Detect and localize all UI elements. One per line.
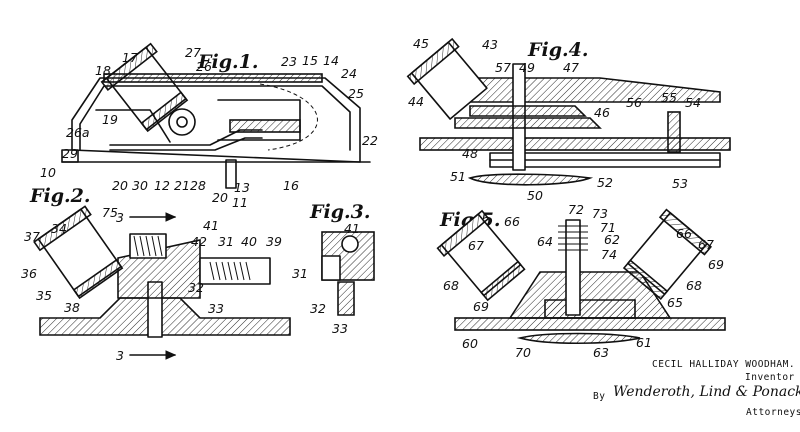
reference-numeral: 33	[332, 321, 348, 336]
reference-numeral: 33	[208, 301, 224, 316]
reference-numeral: 30	[132, 178, 148, 193]
reference-numeral: 67	[698, 237, 714, 252]
reference-numeral: 12	[154, 178, 170, 193]
reference-numeral: 46	[594, 105, 610, 120]
reference-numeral: 68	[686, 278, 702, 293]
reference-numeral: 43	[482, 37, 498, 52]
attorneys-label: Attorneys	[746, 407, 800, 418]
reference-numeral: 75	[102, 205, 118, 220]
reference-numeral: 20	[212, 190, 228, 205]
reference-numeral: 63	[593, 345, 609, 360]
reference-numeral: 18	[95, 63, 111, 78]
reference-numeral: 16	[283, 178, 299, 193]
reference-numeral: 14	[323, 53, 339, 68]
reference-numeral: 60	[462, 336, 478, 351]
inventor-caption: CECIL HALLIDAY WOODHAM. Inventor By Wend…	[593, 359, 800, 418]
reference-numeral: 71	[600, 220, 616, 235]
reference-numeral: 31	[292, 266, 308, 281]
reference-numeral: 17	[122, 50, 138, 65]
reference-numeral: 32	[188, 280, 204, 295]
reference-numeral: 38	[64, 300, 80, 315]
reference-numeral: 36	[21, 266, 37, 281]
reference-numeral: 19	[102, 112, 118, 127]
reference-numeral: 34	[51, 221, 67, 236]
reference-numeral: 62	[604, 232, 620, 247]
reference-numeral: 66	[504, 214, 520, 229]
reference-numeral: 41	[344, 221, 360, 236]
reference-numeral: 21	[174, 178, 190, 193]
reference-numeral: 47	[563, 60, 579, 75]
reference-numeral: 69	[708, 257, 724, 272]
reference-numeral: 23	[281, 54, 297, 69]
reference-numeral: 13	[234, 180, 250, 195]
fig2-drawing: Fig.2. 3 3 37 34 75 41 42 31 40 39 36 35	[21, 185, 291, 363]
reference-numeral: 54	[685, 95, 701, 110]
reference-numeral: 39	[266, 234, 282, 249]
reference-numeral: 48	[462, 146, 478, 161]
fig3-label: Fig.3.	[309, 201, 370, 223]
reference-numeral: 53	[672, 176, 688, 191]
reference-numeral: 32	[310, 301, 326, 316]
reference-numeral: 40	[241, 234, 257, 249]
reference-numeral: 11	[232, 195, 248, 210]
reference-numeral: 67	[468, 238, 484, 253]
by-label: By	[593, 391, 605, 402]
reference-numeral: 22	[362, 133, 378, 148]
reference-numeral: 42	[191, 234, 207, 249]
reference-numeral: 52	[597, 175, 613, 190]
reference-numeral: 15	[302, 53, 318, 68]
fig1-drawing: Fig.1. 17 27 26 23 15 14 24 25 18 19	[40, 42, 378, 210]
inventor-label: Inventor	[745, 372, 795, 383]
reference-numeral: 72	[568, 202, 584, 217]
reference-numeral: 45	[413, 36, 429, 51]
fig2-label: Fig.2.	[29, 185, 90, 207]
reference-numeral: 29	[62, 146, 78, 161]
fig5-drawing: Fig.5. 72 73 66 71 62 64 66 67 67 69	[436, 202, 726, 360]
reference-numeral: 56	[626, 95, 642, 110]
fig4-label: Fig.4.	[527, 39, 588, 61]
fig1-label: Fig.1.	[197, 51, 258, 73]
reference-numeral: 50	[527, 188, 543, 203]
reference-numeral: 26a	[66, 125, 90, 140]
reference-numeral: 61	[636, 335, 652, 350]
reference-numeral: 44	[408, 94, 424, 109]
reference-numeral: 3	[116, 210, 124, 225]
reference-numeral: 35	[36, 288, 52, 303]
reference-numeral: 69	[473, 299, 489, 314]
reference-numeral: 37	[24, 229, 40, 244]
fig3-drawing: Fig.3. 41 31 32 33	[292, 201, 375, 336]
inventor-name: CECIL HALLIDAY WOODHAM.	[652, 359, 795, 370]
reference-numeral: 57	[495, 60, 511, 75]
reference-numeral: 26	[196, 59, 212, 74]
reference-numeral: 27	[185, 45, 201, 60]
reference-numeral: 70	[515, 345, 531, 360]
attorneys-signature: Wenderoth, Lind & Ponack	[613, 384, 800, 400]
reference-numeral: 55	[661, 90, 677, 105]
reference-numeral: 66	[676, 226, 692, 241]
reference-numeral: 73	[592, 206, 608, 221]
reference-numeral: 74	[601, 247, 617, 262]
reference-numeral: 68	[443, 278, 459, 293]
reference-numeral: 24	[341, 66, 357, 81]
reference-numeral: 3	[116, 348, 124, 363]
reference-numeral: 31	[218, 234, 234, 249]
reference-numeral: 28	[190, 178, 206, 193]
reference-numeral: 20	[112, 178, 128, 193]
reference-numeral: 10	[40, 165, 56, 180]
reference-numeral: 65	[667, 295, 683, 310]
reference-numeral: 41	[203, 218, 219, 233]
fig4-drawing: Fig.4. 45 43 57 49 47 44 46 56 55 54 48 …	[406, 36, 731, 203]
reference-numeral: 64	[537, 234, 553, 249]
reference-numeral: 49	[519, 60, 535, 75]
reference-numeral: 51	[450, 169, 466, 184]
reference-numeral: 25	[348, 86, 364, 101]
